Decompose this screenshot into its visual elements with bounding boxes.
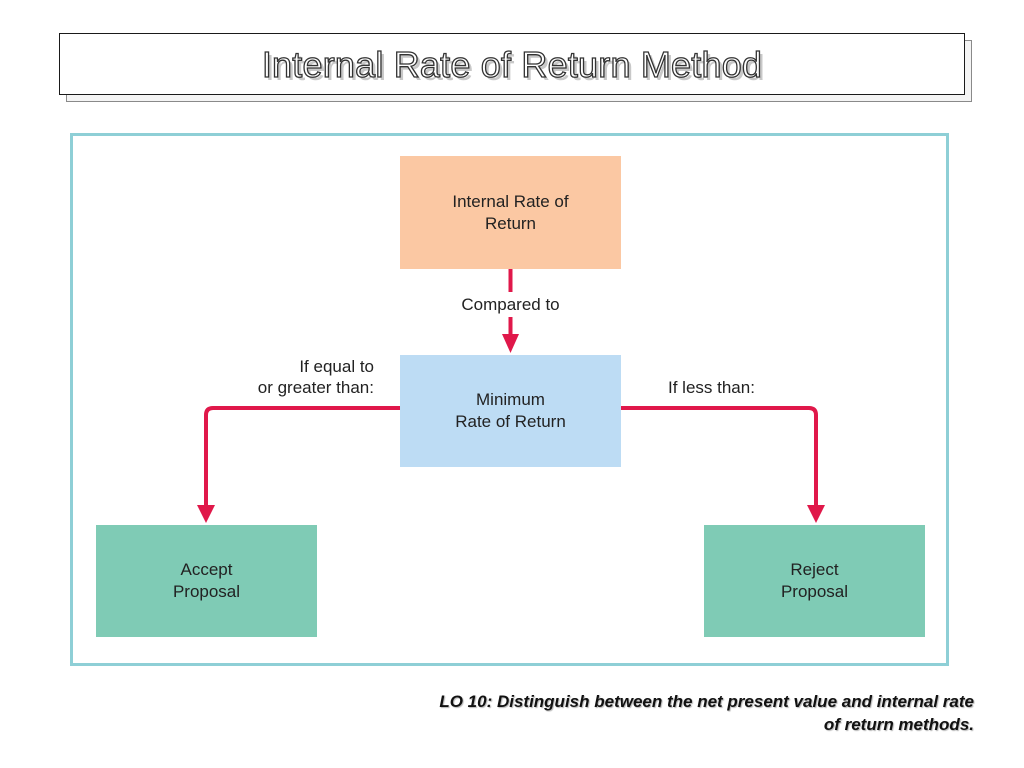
minimum-box-line2: Rate of Return — [455, 412, 566, 431]
irr-box: Internal Rate of Return — [400, 156, 621, 269]
arrowhead-minimum — [502, 334, 519, 353]
accept-box-line1: Accept — [180, 560, 233, 579]
arrowhead-reject — [807, 505, 825, 523]
reject-box-line1: Reject — [790, 560, 839, 579]
minimum-rate-box: Minimum Rate of Return — [400, 355, 621, 467]
accept-proposal-box: Accept Proposal — [96, 525, 317, 637]
arrowhead-accept — [197, 505, 215, 523]
irr-box-line2: Return — [484, 213, 537, 233]
compared-to-label: Compared to — [400, 292, 621, 317]
objective-line1: LO 10: Distinguish between the net prese… — [439, 692, 974, 711]
irr-box-line1: Internal Rate of — [452, 191, 569, 211]
learning-objective: LO 10: Distinguish between the net prese… — [300, 690, 974, 736]
accept-box-line2: Proposal — [172, 582, 241, 601]
arrow-minimum-to-reject — [621, 406, 818, 508]
reject-proposal-box: Reject Proposal — [704, 525, 925, 637]
arrow-minimum-to-accept — [204, 406, 400, 508]
title-frame — [59, 33, 965, 95]
equal-label-line2: or greater than: — [257, 378, 374, 397]
equal-label-line1: If equal to — [299, 357, 374, 376]
minimum-box-line1: Minimum — [476, 390, 545, 409]
objective-line2: of return methods. — [823, 715, 974, 734]
reject-box-line2: Proposal — [780, 582, 849, 601]
page-title: Internal Rate of Return Method — [261, 43, 763, 85]
less-than-label: If less than: — [668, 378, 755, 397]
equal-or-greater-label: If equal to or greater than: — [200, 356, 374, 398]
